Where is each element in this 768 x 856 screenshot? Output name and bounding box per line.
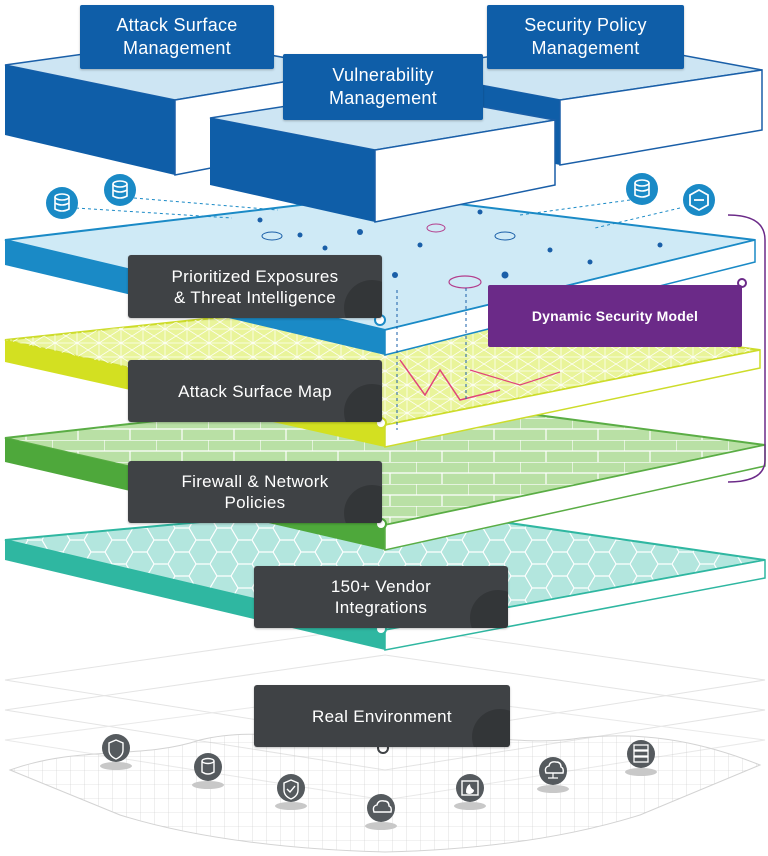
attack-surface-map-label-text: Attack Surface Map	[178, 381, 332, 401]
shield-check-icon	[275, 774, 307, 810]
attack-surface-map-label: Attack Surface Map	[128, 360, 382, 422]
vendor-integrations-label-text: 150+ Vendor Integrations	[330, 577, 432, 617]
vulnerability-management-label: Vulnerability Management	[283, 54, 483, 120]
firewall-device-icon	[454, 774, 486, 810]
firewall-policies-label: Firewall & Network Policies	[128, 461, 382, 523]
server-rack-icon	[625, 740, 657, 776]
real-environment-label-text: Real Environment	[312, 706, 452, 726]
skybox-logo-icon	[683, 184, 715, 216]
attack-surface-management-label: Attack Surface Management	[80, 5, 274, 69]
model-bracket	[727, 214, 766, 483]
dynamic-security-model-label: Dynamic Security Model	[488, 285, 742, 347]
server-stack-icon	[192, 753, 224, 789]
vendor-integrations-label: 150+ Vendor Integrations	[254, 566, 508, 628]
database-icon	[104, 174, 136, 206]
database-icon	[626, 173, 658, 205]
real-environment-label: Real Environment	[254, 685, 510, 747]
security-policy-management-label: Security Policy Management	[487, 5, 684, 69]
firewall-policies-label-text: Firewall & Network Policies	[181, 472, 329, 512]
shield-fire-icon	[100, 734, 132, 770]
cloud-network-icon	[537, 757, 569, 793]
database-icon	[46, 187, 78, 219]
exposures-label: Prioritized Exposures & Threat Intellige…	[128, 255, 382, 318]
cloud-icon	[365, 794, 397, 830]
exposures-label-text: Prioritized Exposures & Threat Intellige…	[171, 266, 339, 307]
